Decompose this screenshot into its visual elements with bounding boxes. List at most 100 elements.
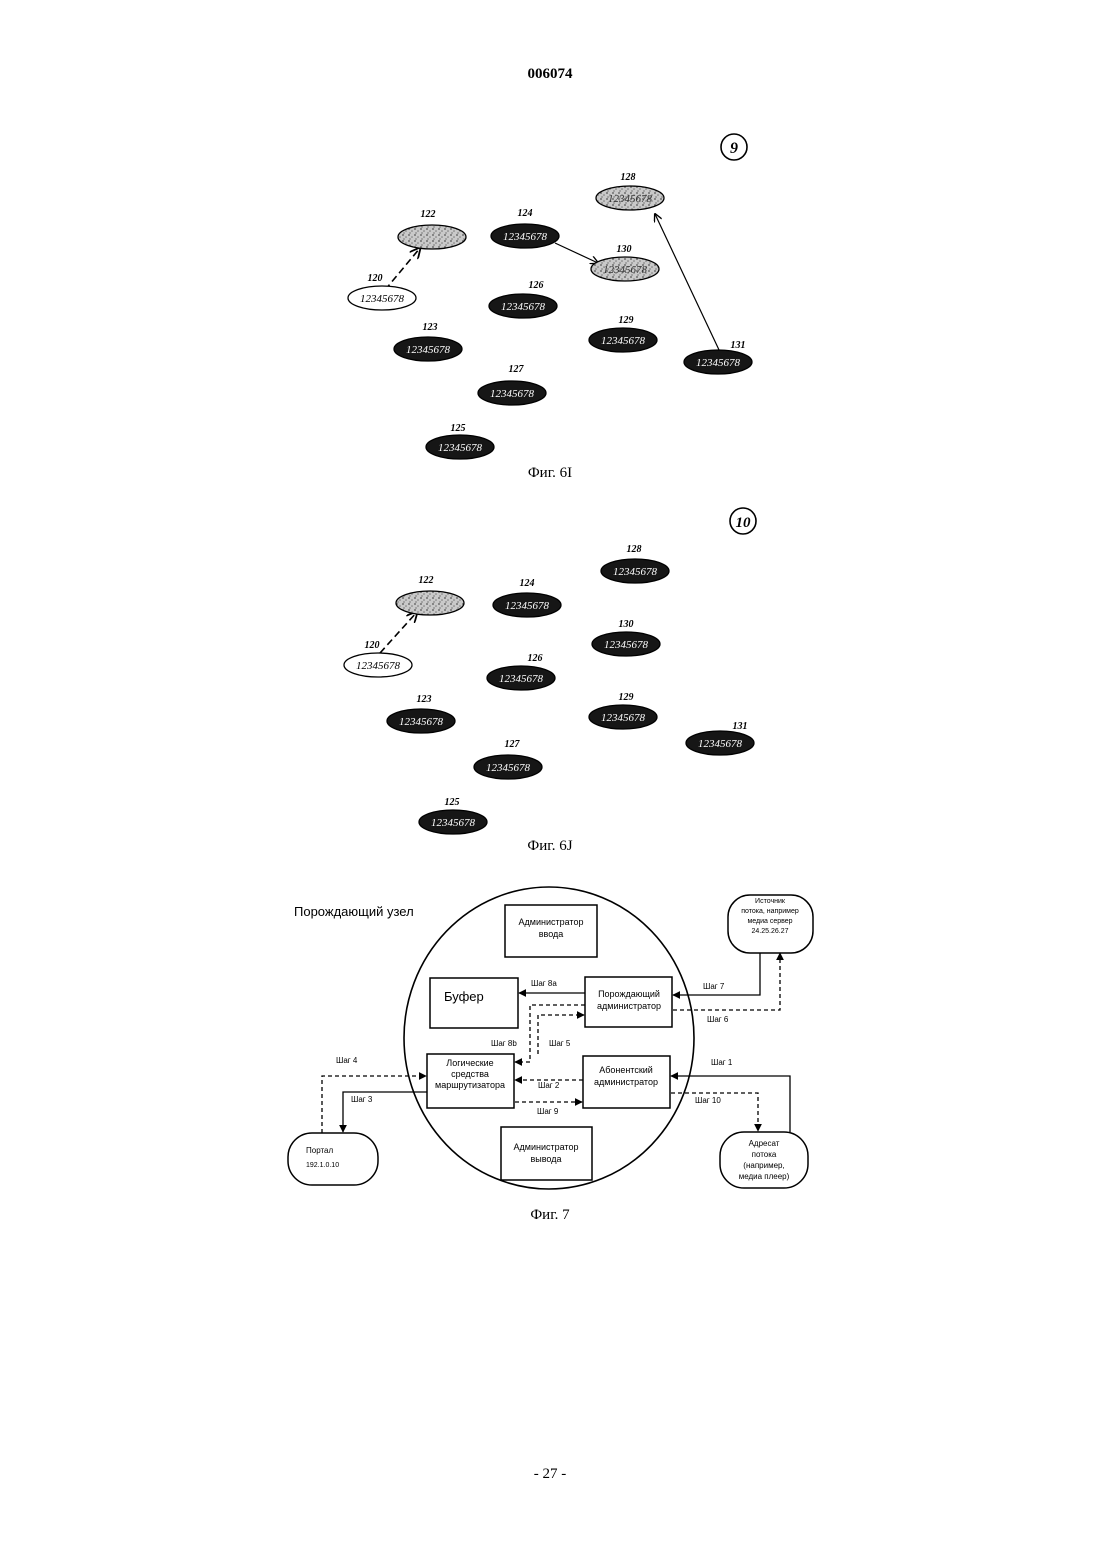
svg-text:Порождающий: Порождающий [598, 989, 660, 999]
node-128: 12345678 128 [601, 544, 669, 583]
node-id: 123 [417, 694, 432, 705]
svg-text:Логические: Логические [446, 1058, 493, 1068]
node-125: 12345678125 [426, 423, 494, 459]
node-value: 12345678 [601, 335, 646, 347]
diagram-title: Порождающий узел [294, 904, 414, 919]
node-value: 12345678 [431, 817, 476, 829]
svg-text:Администратор: Администратор [519, 917, 584, 927]
node-122: 122 [396, 575, 464, 615]
node-value: 12345678 [608, 193, 653, 205]
step-number: 9 [730, 140, 738, 157]
document-number: 006074 [0, 66, 1100, 83]
step-label: Шаг 4 [336, 1056, 358, 1065]
node-130: 12345678 130 [592, 619, 660, 656]
node-value: 12345678 [399, 716, 444, 728]
node-ellipse [396, 591, 464, 615]
node-128: 12345678 128 [596, 172, 664, 210]
figure-7: Порождающий узел Администратор ввода Буф… [0, 880, 1100, 1200]
node-value: 12345678 [499, 673, 544, 685]
svg-text:маршрутизатора: маршрутизатора [435, 1080, 505, 1090]
page-number: - 27 - [0, 1466, 1100, 1483]
edge-124-130 [555, 243, 598, 263]
svg-text:Источник: Источник [755, 898, 786, 905]
node-value: 12345678 [503, 231, 548, 243]
router-box: Логические средства маршрутизатора [427, 1054, 514, 1108]
step-label: Шаг 6 [707, 1015, 729, 1024]
svg-text:медиа плеер): медиа плеер) [739, 1172, 790, 1181]
node-value: 12345678 [406, 344, 451, 356]
node-129: 12345678 129 [589, 315, 657, 352]
svg-text:Адресат: Адресат [749, 1139, 780, 1148]
node-126: 12345678126 [489, 280, 557, 318]
svg-text:192.1.0.10: 192.1.0.10 [306, 1162, 339, 1169]
node-value: 12345678 [601, 712, 646, 724]
node-value: 12345678 [604, 639, 649, 651]
svg-text:24.25.26.27: 24.25.26.27 [752, 928, 789, 935]
step-label: Шаг 10 [695, 1096, 721, 1105]
step-label: Шаг 9 [537, 1107, 559, 1116]
figure-6i: 9 12345678120122123456781231234567812412… [0, 120, 1100, 470]
node-id: 122 [419, 575, 434, 586]
svg-text:Абонентский: Абонентский [599, 1065, 653, 1075]
node-123: 12345678 123 [394, 322, 462, 361]
node-id: 128 [627, 544, 642, 555]
svg-text:вывода: вывода [531, 1154, 562, 1164]
svg-text:(например,: (например, [743, 1161, 784, 1170]
node-120: 12345678 120 [344, 640, 412, 677]
figure-caption: Фиг. 6J [0, 838, 1100, 855]
step-label: Шаг 8b [491, 1039, 517, 1048]
node-value: 12345678 [698, 738, 743, 750]
node-value: 12345678 [613, 566, 658, 578]
node-id: 128 [621, 172, 636, 183]
node-id: 125 [445, 797, 460, 808]
node-id: 127 [509, 364, 525, 375]
svg-text:администратор: администратор [597, 1001, 661, 1011]
svg-text:потока, например: потока, например [741, 908, 799, 915]
stream-destination: Адресат потока (например, медиа плеер) [720, 1132, 808, 1188]
node-value: 12345678 [356, 660, 401, 672]
svg-text:Администратор: Администратор [514, 1142, 579, 1152]
figure-caption: Фиг. 7 [0, 1207, 1100, 1224]
figure-6j: 10 1234567812012212345678123123456781241… [0, 495, 1100, 840]
step-label: Шаг 3 [351, 1095, 373, 1104]
node-123: 12345678 123 [387, 694, 455, 733]
node-127: 12345678 127 [474, 739, 542, 779]
output-admin-box: Администратор вывода [501, 1127, 592, 1180]
node-124: 12345678124 [493, 578, 561, 617]
step-label: Шаг 8а [531, 979, 557, 988]
node-127: 12345678 127 [478, 364, 546, 405]
node-value: 12345678 [438, 442, 483, 454]
node-id: 127 [505, 739, 521, 750]
node-id: 126 [528, 653, 543, 664]
svg-text:Буфер: Буфер [444, 989, 484, 1004]
stream-source: Источник потока, например медиа сервер 2… [728, 895, 813, 953]
node-131: 12345678131 [686, 721, 754, 755]
node-125: 12345678 125 [419, 797, 487, 834]
node-129: 12345678 129 [589, 692, 657, 729]
node-id: 124 [518, 208, 533, 219]
step-label: Шаг 1 [711, 1058, 733, 1067]
node-id: 123 [423, 322, 438, 333]
node-id: 129 [619, 692, 634, 703]
node-id: 129 [619, 315, 634, 326]
node-id: 130 [617, 244, 632, 255]
svg-text:администратор: администратор [594, 1077, 658, 1087]
edge-120-122 [385, 248, 420, 290]
node-ellipse [398, 225, 466, 249]
node-id: 126 [529, 280, 544, 291]
node-value: 12345678 [486, 762, 531, 774]
node-value: 12345678 [360, 293, 405, 305]
node-value: 12345678 [603, 264, 648, 276]
svg-text:потока: потока [752, 1150, 777, 1159]
node-id: 130 [619, 619, 634, 630]
node-120: 12345678120 [348, 273, 416, 310]
node-value: 12345678 [490, 388, 535, 400]
node-124: 12345678 124 [491, 208, 559, 248]
figure-caption: Фиг. 6I [0, 465, 1100, 482]
node-id: 120 [365, 640, 380, 651]
buffer-box: Буфер [430, 978, 518, 1028]
node-value: 12345678 [505, 600, 550, 612]
subscriber-admin-box: Абонентский администратор [583, 1056, 670, 1108]
node-131: 12345678131 [684, 340, 752, 374]
edge-120-122 [380, 612, 417, 653]
